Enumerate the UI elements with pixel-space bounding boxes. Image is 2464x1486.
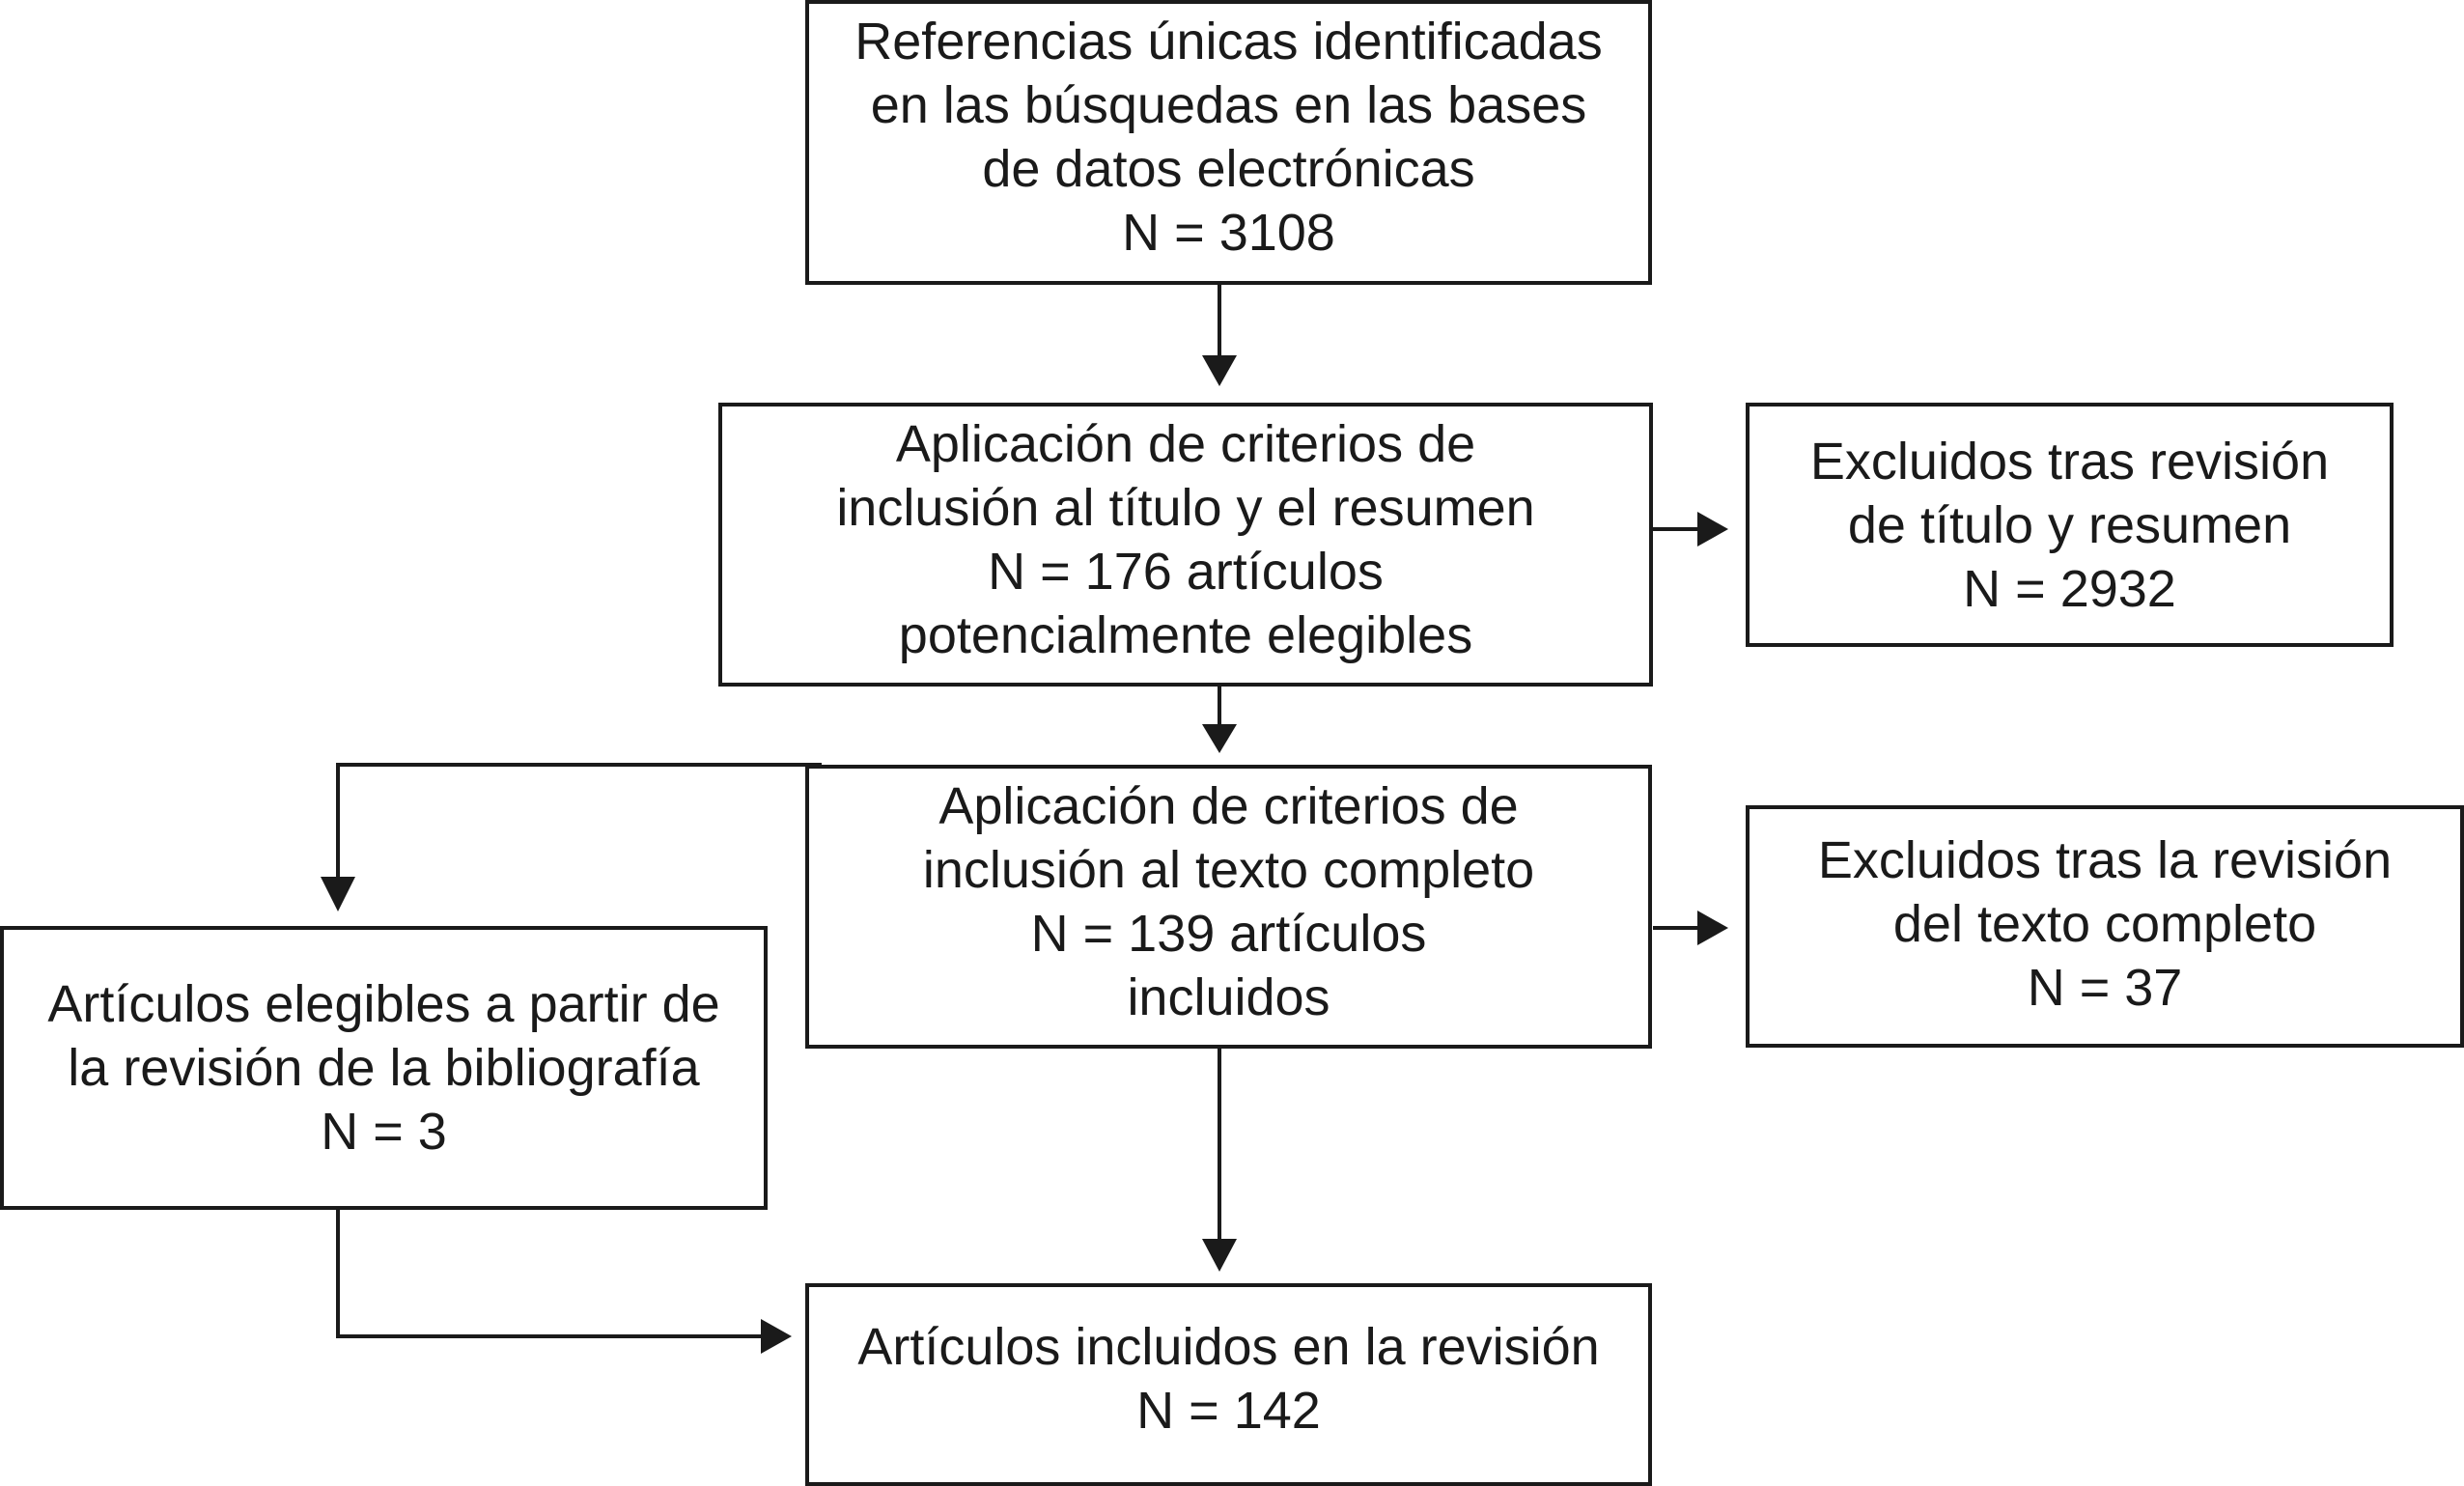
excluidos-titulo-line-2: de título y resumen <box>1847 496 2292 554</box>
box-excluidos-texto-completo: Excluidos tras la revisión del texto com… <box>1746 805 2464 1048</box>
box-articulos-incluidos-revision: Artículos incluidos en la revisión N = 1… <box>805 1283 1652 1486</box>
texto-completo-line-2: inclusión al texto completo <box>922 841 1535 899</box>
incluidos-revision-line-1: Artículos incluidos en la revisión <box>857 1318 1600 1376</box>
box-articulos-bibliografia: Artículos elegibles a partir de la revis… <box>0 926 768 1210</box>
referencias-line-2: en las búsquedas en las bases <box>870 76 1587 134</box>
bibliografia-line-2: la revisión de la bibliografía <box>68 1039 700 1097</box>
titulo-resumen-line-1: Aplicación de criterios de <box>895 415 1476 473</box>
arrowhead-referencias-to-titulo <box>1202 355 1237 386</box>
arrowhead-bibliografia-to-incluidos <box>761 1319 792 1354</box>
arrowhead-branch-to-bibliografia <box>321 877 355 911</box>
texto-completo-line-4: incluidos <box>1127 968 1330 1026</box>
excluidos-texto-count: N = 37 <box>2027 959 2183 1017</box>
excluidos-texto-line-1: Excluidos tras la revisión <box>1817 831 2393 889</box>
referencias-line-1: Referencias únicas identificadas <box>854 13 1603 70</box>
referencias-count: N = 3108 <box>1122 204 1335 262</box>
arrow-bibliografia-to-incluidos <box>336 1210 763 1338</box>
titulo-resumen-line-4: potencialmente elegibles <box>898 606 1473 664</box>
arrowhead-titulo-to-texto <box>1202 724 1237 753</box>
box-criterios-titulo-resumen: Aplicación de criterios de inclusión al … <box>718 403 1653 687</box>
box-criterios-texto-completo: Aplicación de criterios de inclusión al … <box>805 765 1652 1049</box>
arrowhead-texto-to-excluidos <box>1697 911 1728 945</box>
excluidos-texto-line-2: del texto completo <box>1892 895 2317 953</box>
titulo-resumen-count: N = 176 artículos <box>988 543 1384 601</box>
arrow-branch-to-bibliografia <box>336 763 822 879</box>
box-excluidos-titulo-resumen: Excluidos tras revisión de título y resu… <box>1746 403 2394 647</box>
box-referencias-unicas: Referencias únicas identificadas en las … <box>805 0 1652 285</box>
bibliografia-count: N = 3 <box>321 1103 447 1161</box>
texto-completo-line-1: Aplicación de criterios de <box>938 777 1519 835</box>
arrowhead-titulo-to-excluidos <box>1697 512 1728 547</box>
incluidos-revision-count: N = 142 <box>1136 1382 1321 1440</box>
arrowhead-texto-to-incluidos <box>1202 1239 1237 1272</box>
excluidos-titulo-line-1: Excluidos tras revisión <box>1809 433 2330 491</box>
bibliografia-line-1: Artículos elegibles a partir de <box>47 975 720 1033</box>
excluidos-titulo-count: N = 2932 <box>1963 560 2176 618</box>
titulo-resumen-line-2: inclusión al título y el resumen <box>836 479 1535 537</box>
texto-completo-count: N = 139 artículos <box>1030 905 1427 963</box>
referencias-line-3: de datos electrónicas <box>982 140 1475 198</box>
